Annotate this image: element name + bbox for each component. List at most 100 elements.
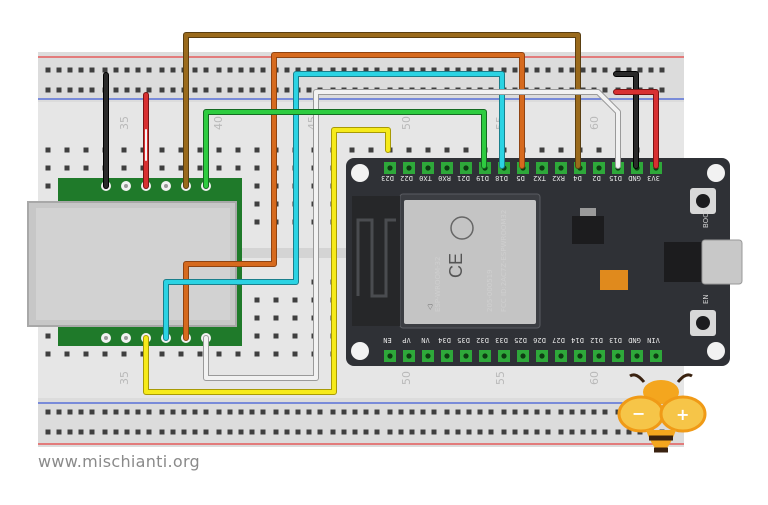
breadboard-hole [78, 67, 84, 73]
breadboard-hole [260, 87, 266, 93]
breadboard-hole [197, 165, 203, 171]
breadboard-hole [197, 147, 203, 153]
breadboard-hole [146, 409, 152, 415]
breadboard-hole [466, 409, 472, 415]
esp32-top-pin-label: GND [628, 174, 641, 182]
breadboard-hole [254, 219, 260, 225]
breadboard-hole [591, 409, 597, 415]
column-number-35: 35 [118, 116, 131, 130]
breadboard-hole [317, 67, 323, 73]
breadboard-hole [306, 67, 312, 73]
breadboard-hole [102, 409, 108, 415]
breadboard-hole [254, 165, 260, 171]
boot-label: BOOT [702, 207, 710, 228]
esp32-bottom-pin-label: VN [421, 336, 429, 344]
breadboard-hole [254, 147, 260, 153]
breadboard-hole [523, 67, 529, 73]
esp32-bottom-pin-hole [539, 353, 545, 359]
breadboard-hole [352, 67, 358, 73]
usb-chip [664, 242, 704, 282]
breadboard-hole [387, 409, 393, 415]
breadboard-hole [306, 429, 312, 435]
breadboard-hole [235, 351, 241, 357]
breadboard-hole [602, 409, 608, 415]
esp32-top-pin-label: D2 [592, 174, 600, 182]
breadboard-hole [181, 429, 187, 435]
breadboard-hole [273, 429, 279, 435]
breadboard-hole [102, 351, 108, 357]
breadboard-hole [284, 429, 290, 435]
breadboard-hole [659, 87, 665, 93]
breadboard-hole [178, 165, 184, 171]
esp32-top-pin-label: D22 [400, 174, 413, 182]
breadboard-hole [425, 147, 431, 153]
breadboard-hole [227, 87, 233, 93]
breadboard-hole [124, 87, 130, 93]
breadboard-hole [558, 409, 564, 415]
esp32-top-pin-label: D18 [495, 174, 508, 182]
breadboard-hole [477, 429, 483, 435]
esp32-bottom-pin-hole [425, 353, 431, 359]
breadboard-hole [330, 67, 336, 73]
breadboard-hole [216, 67, 222, 73]
breadboard-hole [192, 67, 198, 73]
breadboard-hole [455, 67, 461, 73]
breadboard-hole [249, 429, 255, 435]
breadboard-hole [363, 67, 369, 73]
breadboard-hole [170, 87, 176, 93]
wires [103, 32, 659, 395]
esp32-top-pin-hole [463, 165, 469, 171]
esp32-bottom-pin-label: D26 [533, 336, 546, 344]
esp32-top-pin-label: RX0 [438, 174, 451, 182]
breadboard-hole [534, 67, 540, 73]
breadboard-hole [216, 409, 222, 415]
breadboard-hole [431, 409, 437, 415]
breadboard-hole [192, 409, 198, 415]
breadboard-hole [203, 409, 209, 415]
breadboard-hole [56, 429, 62, 435]
breadboard-hole [64, 351, 70, 357]
breadboard-hole [523, 429, 529, 435]
column-number-35-bottom: 35 [118, 371, 131, 385]
esp32-top-pin-hole [539, 165, 545, 171]
esp32-bottom-pin-label: D33 [495, 336, 508, 344]
breadboard-hole [170, 429, 176, 435]
breadboard-hole [295, 67, 301, 73]
esp32-bottom-pin-label: VIN [647, 336, 660, 344]
breadboard-hole [306, 409, 312, 415]
wire-black-right [613, 71, 639, 169]
breadboard-hole [569, 429, 575, 435]
breadboard-hole [431, 67, 437, 73]
breadboard-hole [512, 429, 518, 435]
breadboard-hole [254, 351, 260, 357]
breadboard-hole [249, 409, 255, 415]
breadboard-hole [249, 87, 255, 93]
breadboard-hole [352, 409, 358, 415]
breadboard-hole [254, 333, 260, 339]
esp32-top-pin-label: D4 [573, 174, 581, 182]
breadboard-hole [409, 409, 415, 415]
breadboard-hole [317, 409, 323, 415]
breadboard-hole [89, 87, 95, 93]
breadboard-hole [545, 67, 551, 73]
breadboard-hole [558, 147, 564, 153]
breadboard-hole [121, 351, 127, 357]
breadboard-hole [477, 409, 483, 415]
breadboard-hole [626, 67, 632, 73]
breadboard-hole [56, 67, 62, 73]
breadboard-hole [444, 429, 450, 435]
breadboard-hole [67, 429, 73, 435]
breadboard-hole [102, 67, 108, 73]
breadboard-hole [113, 429, 119, 435]
esp32-bottom-pin-label: D14 [571, 336, 584, 344]
breadboard-hole [89, 409, 95, 415]
breadboard-hole [235, 165, 241, 171]
breadboard-hole [615, 67, 621, 73]
esp32-bottom-pin-label: D27 [552, 336, 565, 344]
wire-white [203, 89, 621, 381]
breadboard-hole [295, 409, 301, 415]
breadboard-hole [406, 147, 412, 153]
breadboard-hole [135, 429, 141, 435]
breadboard-hole [363, 429, 369, 435]
wire-brown [183, 32, 581, 189]
